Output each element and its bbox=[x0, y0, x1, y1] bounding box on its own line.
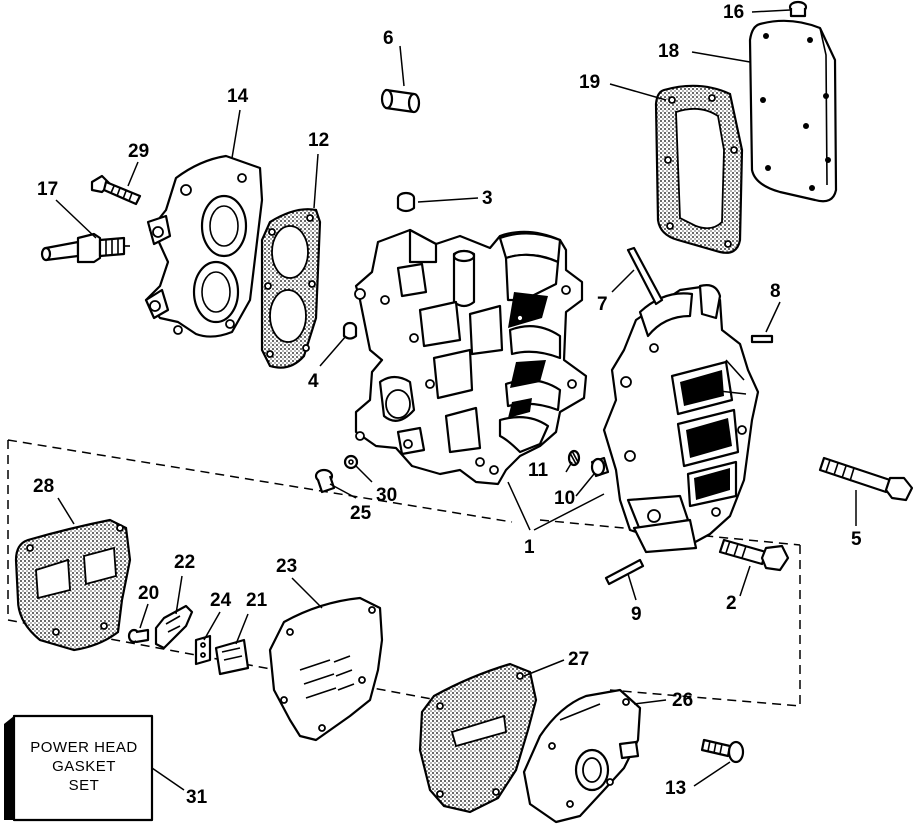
pin-part-8 bbox=[750, 334, 774, 344]
screw-part-20 bbox=[127, 628, 150, 644]
callout-11: 11 bbox=[528, 460, 549, 481]
seal-part-10 bbox=[590, 456, 610, 478]
callout-3: 3 bbox=[482, 188, 493, 209]
callout-labels: 1 2 3 4 5 6 7 8 9 10 11 12 13 14 16 17 1… bbox=[33, 2, 862, 808]
callout-17: 17 bbox=[37, 179, 58, 200]
callout-8: 8 bbox=[770, 281, 781, 302]
callout-21: 21 bbox=[246, 590, 268, 611]
callout-27: 27 bbox=[568, 649, 589, 670]
bolt-part-2 bbox=[718, 538, 790, 572]
callout-10: 10 bbox=[554, 488, 575, 509]
callout-23: 23 bbox=[276, 556, 297, 577]
gasket-set-box-part-31: POWER HEAD GASKET SET bbox=[4, 714, 154, 822]
washer-part-30 bbox=[343, 454, 359, 470]
callout-5: 5 bbox=[851, 529, 862, 550]
callout-25: 25 bbox=[350, 503, 372, 524]
callout-24: 24 bbox=[210, 590, 232, 611]
reed-plate-part-23 bbox=[268, 596, 384, 742]
leader-lines bbox=[55, 9, 857, 791]
callout-13: 13 bbox=[665, 778, 686, 799]
cylinder-block bbox=[354, 228, 588, 486]
callout-30: 30 bbox=[376, 485, 397, 506]
manifold-gasket-part-27 bbox=[418, 662, 538, 814]
exhaust-gasket-part-19 bbox=[654, 84, 744, 254]
callout-1: 1 bbox=[524, 537, 535, 558]
callout-6: 6 bbox=[383, 28, 394, 49]
dowel-part-4 bbox=[342, 321, 358, 340]
screw-part-13 bbox=[700, 738, 745, 764]
crankcase-half bbox=[602, 284, 760, 554]
callout-12: 12 bbox=[308, 130, 329, 151]
gasket-set-line-3: SET bbox=[69, 777, 100, 794]
reed-stop-part-22 bbox=[154, 604, 194, 650]
callout-7: 7 bbox=[597, 294, 608, 315]
o-ring-part-11 bbox=[567, 449, 581, 467]
intake-manifold-part-26 bbox=[522, 688, 642, 824]
screw-part-25 bbox=[314, 468, 336, 494]
callout-19: 19 bbox=[579, 72, 600, 93]
head-gasket-part-12 bbox=[260, 208, 322, 369]
dowel-pin-part-6 bbox=[380, 88, 421, 114]
group-boundary-dashed bbox=[7, 439, 801, 709]
spark-plug-part-17 bbox=[40, 232, 130, 264]
pin-part-7 bbox=[626, 246, 664, 306]
callout-9: 9 bbox=[631, 604, 642, 625]
plug-part-3 bbox=[396, 191, 416, 213]
callout-31: 31 bbox=[186, 787, 208, 808]
bolt-part-5 bbox=[818, 456, 913, 502]
callout-16: 16 bbox=[723, 2, 744, 23]
callout-2: 2 bbox=[726, 593, 737, 614]
intake-gasket-part-28 bbox=[14, 518, 132, 652]
gasket-set-line-1: POWER HEAD bbox=[30, 739, 138, 756]
callout-20: 20 bbox=[138, 583, 159, 604]
callout-18: 18 bbox=[658, 41, 679, 62]
callout-22: 22 bbox=[174, 552, 195, 573]
callout-4: 4 bbox=[308, 371, 319, 392]
plate-part-24 bbox=[194, 634, 212, 666]
exhaust-cover-part-18 bbox=[748, 19, 838, 203]
callout-14: 14 bbox=[227, 86, 249, 107]
gasket-set-line-2: GASKET bbox=[52, 758, 116, 775]
cylinder-head-part-14 bbox=[144, 154, 264, 338]
callout-28: 28 bbox=[33, 476, 54, 497]
callout-29: 29 bbox=[128, 141, 149, 162]
screw-part-16 bbox=[788, 0, 808, 18]
callout-26: 26 bbox=[672, 690, 693, 711]
screw-part-29 bbox=[90, 174, 142, 206]
reed-part-21 bbox=[214, 638, 250, 676]
pin-part-9 bbox=[604, 558, 645, 586]
